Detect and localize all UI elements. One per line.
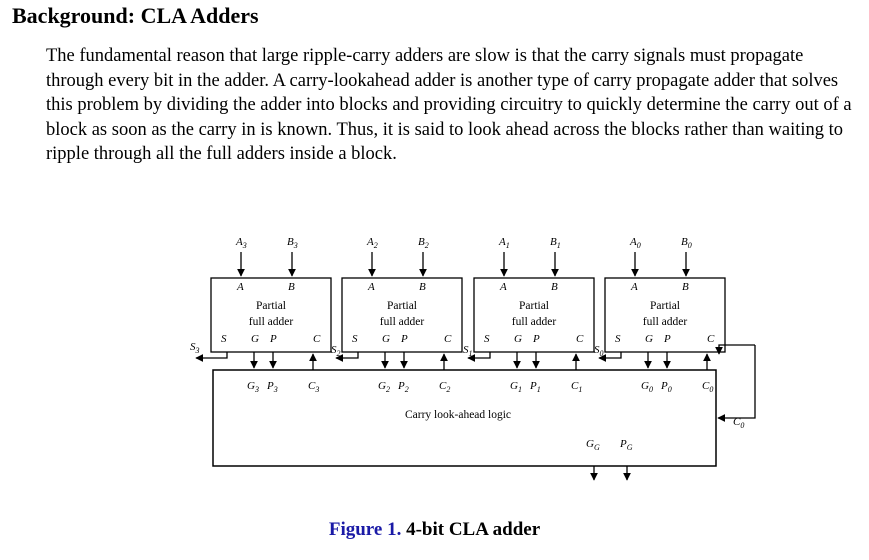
sum0-label: S0 [594, 344, 604, 358]
port-p-label: P [400, 333, 408, 345]
carry0-label: C0 [702, 380, 713, 394]
sum3-label: S3 [190, 341, 200, 355]
partial-label: Partial [650, 300, 680, 312]
port-p-label: P [663, 333, 671, 345]
sum1-label: S1 [463, 344, 473, 358]
figure-title: 4-bit CLA adder [406, 519, 541, 540]
port-a-label: A [499, 281, 507, 293]
input-b0-label: B0 [681, 236, 692, 250]
group-propagate-label: PG [619, 438, 633, 452]
g0-label: G0 [641, 380, 653, 394]
sum0-arrow [598, 352, 622, 362]
port-g-label: G [251, 333, 259, 345]
input-a3-label: A3 [235, 236, 247, 250]
full-adder-label: full adder [380, 316, 425, 328]
carry-in-line [717, 345, 756, 422]
carry-lookahead-label: Carry look-ahead logic [405, 409, 511, 421]
input-a0-label: A0 [629, 236, 641, 250]
full-adder-label: full adder [643, 316, 688, 328]
port-b-label: B [419, 281, 426, 293]
body-paragraph: The fundamental reason that large ripple… [46, 46, 852, 164]
port-b-label: B [682, 281, 689, 293]
carry1-label: C1 [571, 380, 582, 394]
g1-label: G1 [510, 380, 522, 394]
p0-label: P0 [660, 380, 672, 394]
partial-full-adder-2 [341, 277, 463, 353]
partial-label: Partial [256, 300, 286, 312]
input-a1-label: A1 [498, 236, 510, 250]
sum2-arrow [335, 352, 359, 362]
port-s-label: S [352, 333, 358, 345]
p2-label: P2 [397, 380, 409, 394]
port-g-label: G [382, 333, 390, 345]
group-generate-label: GG [586, 438, 600, 452]
port-a-label: A [236, 281, 244, 293]
port-s-label: S [615, 333, 621, 345]
port-p-label: P [269, 333, 277, 345]
carry2-label: C2 [439, 380, 450, 394]
partial-full-adder-1 [473, 277, 595, 353]
g2-label: G2 [378, 380, 390, 394]
port-c-label: C [313, 333, 321, 345]
port-c-label: C [707, 333, 715, 345]
port-g-label: G [645, 333, 653, 345]
port-c-label: C [576, 333, 584, 345]
carry0-feed [715, 344, 755, 355]
g3-label: G3 [247, 380, 259, 394]
section-heading: Background: CLA Adders [12, 3, 259, 28]
sum3-arrow [195, 352, 228, 362]
port-c-label: C [444, 333, 452, 345]
partial-full-adder-3 [210, 277, 332, 353]
port-s-label: S [484, 333, 490, 345]
input-b1-label: B1 [550, 236, 561, 250]
port-a-label: A [367, 281, 375, 293]
full-adder-label: full adder [249, 316, 294, 328]
p3-label: P3 [266, 380, 278, 394]
carry-lookahead-box [212, 369, 717, 467]
partial-full-adder-0 [604, 277, 726, 353]
full-adder-label: full adder [512, 316, 557, 328]
partial-label: Partial [519, 300, 549, 312]
partial-label: Partial [387, 300, 417, 312]
port-p-label: P [532, 333, 540, 345]
input-b2-label: B2 [418, 236, 429, 250]
input-b3-label: B3 [287, 236, 298, 250]
figure-number: Figure 1. [328, 519, 402, 540]
port-b-label: B [551, 281, 558, 293]
port-b-label: B [288, 281, 295, 293]
carry3-label: C3 [308, 380, 319, 394]
port-a-label: A [630, 281, 638, 293]
p1-label: P1 [529, 380, 541, 394]
sum2-label: S2 [331, 344, 341, 358]
carry-in-label: C0 [733, 416, 744, 430]
figure-caption: Figure 1. 4-bit CLA adder [0, 519, 869, 541]
port-s-label: S [221, 333, 227, 345]
port-g-label: G [514, 333, 522, 345]
sum1-arrow [467, 352, 491, 362]
input-a2-label: A2 [366, 236, 378, 250]
